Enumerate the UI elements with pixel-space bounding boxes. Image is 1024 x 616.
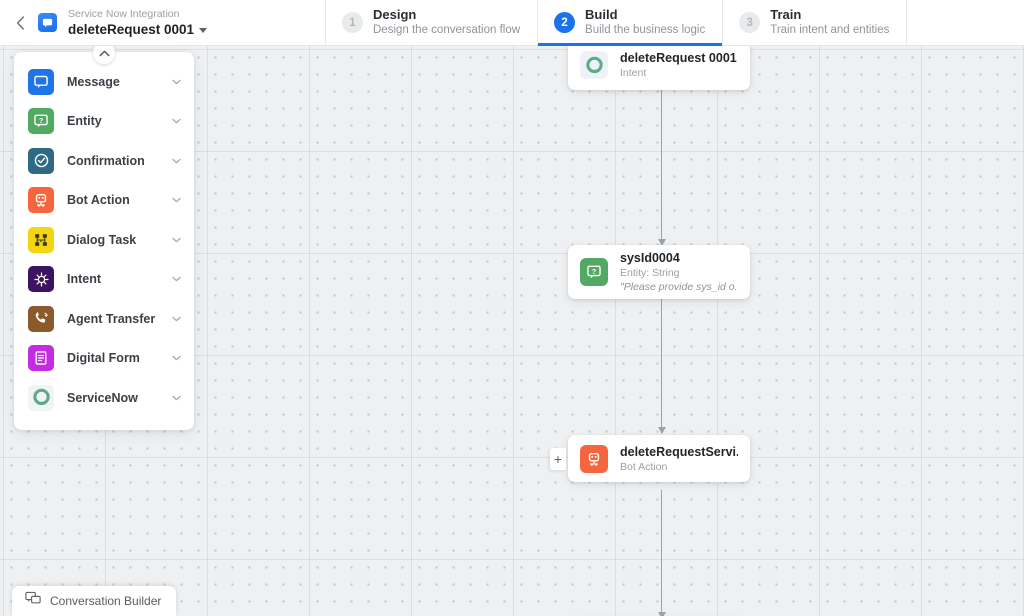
palette-item-label: ServiceNow xyxy=(67,390,138,405)
header-titles: Service Now Integration deleteRequest 00… xyxy=(68,7,208,38)
palette-item-label: Agent Transfer xyxy=(67,311,156,326)
connector-line xyxy=(657,299,666,434)
conversation-builder-label: Conversation Builder xyxy=(50,594,162,608)
palette-item-label: Dialog Task xyxy=(67,232,137,247)
palette-item-dialog-task[interactable]: Dialog Task xyxy=(14,220,194,260)
svg-text:?: ? xyxy=(592,268,596,276)
tab-train[interactable]: 3 Train Train intent and entities xyxy=(722,0,908,45)
conversation-icon xyxy=(25,591,41,611)
app-chat-icon xyxy=(38,13,57,32)
flow-node-intent[interactable]: deleteRequest 0001 Intent xyxy=(568,46,750,90)
page-title-row[interactable]: deleteRequest 0001 xyxy=(68,21,208,38)
connector-arrow-icon xyxy=(657,239,666,246)
servicenow-icon xyxy=(28,384,54,411)
palette-collapse-button[interactable] xyxy=(93,46,115,64)
back-button[interactable] xyxy=(10,9,30,37)
tab-label: Design xyxy=(373,7,417,22)
flow-node-entity[interactable]: ? sysId0004 Entity: String "Please provi… xyxy=(568,245,750,299)
tab-label: Train xyxy=(770,7,802,22)
connector-line xyxy=(657,490,666,616)
servicenow-icon xyxy=(580,51,608,79)
palette-item-label: Bot Action xyxy=(67,193,130,208)
palette-item-digital-form[interactable]: Digital Form xyxy=(14,339,194,379)
tab-description: Build the business logic xyxy=(585,24,706,36)
flow-canvas[interactable]: deleteRequest 0001 Intent ? sysId0004 En… xyxy=(0,46,1024,616)
palette-item-intent[interactable]: Intent xyxy=(14,260,194,300)
connector-line xyxy=(657,90,666,246)
palette-item-label: Digital Form xyxy=(67,351,140,366)
node-title: deleteRequestServi... xyxy=(620,444,738,459)
palette-item-label: Intent xyxy=(67,272,102,287)
chevron-down-icon[interactable] xyxy=(170,392,182,404)
chevron-down-icon[interactable] xyxy=(170,194,182,206)
palette-item-servicenow[interactable]: ServiceNow xyxy=(14,378,194,418)
palette-item-entity[interactable]: ? Entity xyxy=(14,102,194,142)
breadcrumb: Service Now Integration xyxy=(68,7,180,20)
caret-down-icon[interactable] xyxy=(199,28,208,33)
tab-build[interactable]: 2 Build Build the business logic xyxy=(537,0,723,46)
chevron-down-icon[interactable] xyxy=(170,155,182,167)
step-number-badge: 3 xyxy=(739,12,761,33)
step-number-badge: 2 xyxy=(554,12,576,33)
entity-icon: ? xyxy=(580,258,608,286)
tab-description: Train intent and entities xyxy=(770,24,890,36)
chevron-down-icon[interactable] xyxy=(170,352,182,364)
node-subtitle: Entity: String xyxy=(620,267,680,279)
chevron-down-icon[interactable] xyxy=(170,115,182,127)
node-subtitle: Bot Action xyxy=(620,460,668,473)
chevron-down-icon[interactable] xyxy=(170,313,182,325)
entity-icon: ? xyxy=(28,108,54,135)
tab-label: Build xyxy=(585,7,618,22)
chevron-down-icon[interactable] xyxy=(170,76,182,88)
tab-design[interactable]: 1 Design Design the conversation flow xyxy=(325,0,538,45)
palette-item-label: Entity xyxy=(67,114,102,129)
tab-description: Design the conversation flow xyxy=(373,24,521,36)
add-node-button[interactable]: + xyxy=(550,447,566,470)
palette-item-confirmation[interactable]: Confirmation xyxy=(14,141,194,181)
node-prompt: "Please provide sys_id o..." xyxy=(620,281,738,293)
flow-node-bot-action[interactable]: + deleteRequestServi... Bot Action xyxy=(550,435,750,482)
svg-text:?: ? xyxy=(39,117,43,125)
node-subtitle: Intent xyxy=(620,67,647,79)
bot-action-icon xyxy=(580,444,608,473)
agent-transfer-icon xyxy=(28,305,54,332)
palette-item-agent-transfer[interactable]: Agent Transfer xyxy=(14,299,194,339)
app-header: Service Now Integration deleteRequest 00… xyxy=(0,0,1024,46)
conversation-builder-button[interactable]: Conversation Builder xyxy=(12,586,177,616)
chevron-down-icon[interactable] xyxy=(170,234,182,246)
node-palette: Message ? Entity xyxy=(14,46,194,430)
node-title: deleteRequest 0001 xyxy=(620,51,737,65)
dialog-task-icon xyxy=(28,226,54,253)
step-number-badge: 1 xyxy=(342,12,363,33)
palette-item-label: Confirmation xyxy=(67,153,145,168)
digital-form-icon xyxy=(28,345,54,372)
header-left: Service Now Integration deleteRequest 00… xyxy=(0,0,325,45)
connector-arrow-icon xyxy=(657,612,666,616)
message-icon xyxy=(28,68,54,95)
page-title: deleteRequest 0001 xyxy=(68,21,195,37)
palette-item-bot-action[interactable]: Bot Action xyxy=(14,181,194,221)
confirmation-icon xyxy=(28,147,54,174)
palette-item-message[interactable]: Message xyxy=(14,62,194,102)
chevron-down-icon[interactable] xyxy=(170,273,182,285)
node-title: sysId0004 xyxy=(620,251,680,265)
flow-graph: deleteRequest 0001 Intent ? sysId0004 En… xyxy=(0,46,1024,616)
palette-item-label: Message xyxy=(67,74,120,89)
step-tabs: 1 Design Design the conversation flow 2 … xyxy=(325,0,908,46)
connector-arrow-icon xyxy=(657,427,666,434)
bot-action-icon xyxy=(28,187,54,214)
intent-icon xyxy=(28,266,54,293)
